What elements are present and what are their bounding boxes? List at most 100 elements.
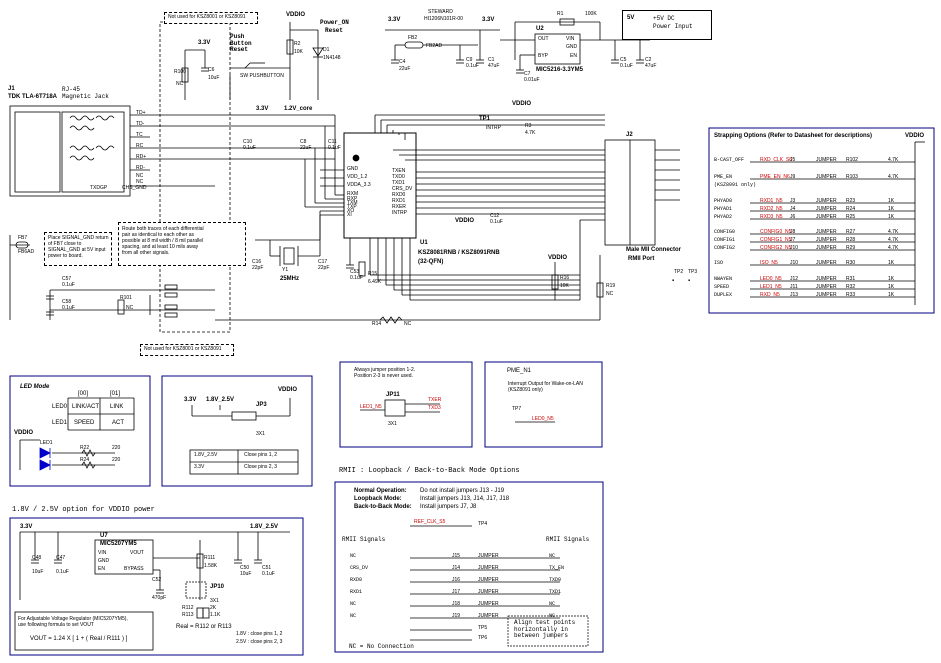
r2-label: R2 xyxy=(294,41,301,47)
c52-label: C52 xyxy=(152,577,162,583)
strap-jumper-ref: J4 xyxy=(790,206,796,212)
j1-pin-tc: TC xyxy=(136,132,143,138)
c58-value: 0.1uF xyxy=(62,305,75,311)
v33-out-label: 3.3V xyxy=(482,17,495,23)
c11-label: C11 xyxy=(328,139,337,145)
c51-label: C51 xyxy=(262,565,272,571)
vout-formula: VOUT = 1.24 X [ 1 + ( Real / R111 ) ] xyxy=(30,636,128,642)
u2-pin-vin: VIN xyxy=(566,36,575,42)
rmii-left-title: RMII Signals xyxy=(342,536,386,543)
not-used-top-note: Not used for KSZ8001 or KSZ8091 xyxy=(164,12,258,24)
r22-label: R22 xyxy=(80,445,90,451)
u1-pin-vdd12: VDD_1.2 xyxy=(347,174,368,180)
r113-label: R113 xyxy=(182,612,194,618)
strap-name: PME_EN xyxy=(714,174,733,180)
rmii-normal-val: Do not install jumpers J13 - J19 xyxy=(420,488,505,494)
strap-name: CONFIG2 xyxy=(714,245,736,251)
c1-value: 47uF xyxy=(488,63,500,69)
vddio-opt-v18: 1.8V_2.5V xyxy=(250,524,279,530)
rmii-left-signal: NC xyxy=(350,613,357,619)
strap-jumper-ref: J10 xyxy=(790,260,799,266)
strap-jumper: JUMPER xyxy=(816,206,837,212)
jp3-ref: JP3 xyxy=(256,402,267,408)
c2-value: 47uF xyxy=(645,63,657,69)
strap-net: CONFIG0_N5 xyxy=(760,229,792,235)
rmii-jumper: JUMPER xyxy=(478,577,499,583)
v33-top-label: 3.3V xyxy=(198,40,211,46)
r2-value: 10K xyxy=(294,49,303,55)
ferrite-ref: FB2 xyxy=(408,35,418,41)
c1-label: C1 xyxy=(488,57,495,63)
pme-title: PME_N1 xyxy=(507,368,532,374)
led1-00-mode: SPEED xyxy=(74,420,95,426)
strap-value: 1K xyxy=(888,260,895,266)
strap-value: 4.7K xyxy=(888,237,899,243)
r100-value: NC xyxy=(176,81,184,87)
strap-value: 1K xyxy=(888,292,895,298)
rmii-jumper-ref: J15 xyxy=(452,553,461,559)
jp3-v33: 3.3V xyxy=(184,397,197,403)
rmii-right-signal: NC xyxy=(549,553,556,559)
strap-jumper: JUMPER xyxy=(816,237,837,243)
strap-jumper-ref: J11 xyxy=(790,284,798,290)
r1-value: 100K xyxy=(585,11,597,17)
r3-value: 4.7K xyxy=(525,130,536,136)
strap-jumper: JUMPER xyxy=(816,292,837,298)
u1-part: KSZ8081RNB / KSZ8091RNB xyxy=(418,250,500,256)
rmii-left-signal: CRS_DV xyxy=(350,565,369,571)
c11-value: 0.1uF xyxy=(328,145,341,151)
led0-00-mode: LINK/ACT xyxy=(72,404,100,410)
r111-value: 1.58K xyxy=(204,563,218,569)
vddio-opt-v33: 3.3V xyxy=(20,524,33,530)
j1-pin-tdn: TD- xyxy=(136,121,145,127)
strap-resistor: R24 xyxy=(846,206,856,212)
rmii-nc-note: NC = No Connection xyxy=(349,643,414,650)
strap-jumper-ref: J7 xyxy=(790,237,796,243)
strap-name: (KSZ8091 only) xyxy=(714,182,757,188)
led0-01-mode: LINK xyxy=(110,404,124,410)
strap-name: PHYAD2 xyxy=(714,214,733,220)
rmii-right-signal: TXD0 xyxy=(549,577,562,583)
v5-power-input-label: +5V DC Power Input xyxy=(653,15,693,30)
rmii-jumper: JUMPER xyxy=(478,613,499,619)
j1-magnetics xyxy=(61,111,125,193)
strap-jumper: JUMPER xyxy=(816,174,837,180)
strap-resistor: R103 xyxy=(846,174,858,180)
strap-jumper: JUMPER xyxy=(816,245,837,251)
d1-label: D1 xyxy=(323,47,330,53)
rmii-jumper-ref: J16 xyxy=(452,577,461,583)
u7-pin-gnd: GND xyxy=(98,558,110,564)
v5-label: 5V xyxy=(627,15,635,21)
strapping-title: Strapping Options (Refer to Datasheet fo… xyxy=(714,133,873,139)
c12-value: 0.1uF xyxy=(490,219,503,225)
vddio-r3-label: VDDIO xyxy=(512,101,532,107)
j1-pin-rdp: RD+ xyxy=(136,154,147,160)
c7-label: C7 xyxy=(524,71,531,77)
r24-label: R24 xyxy=(80,457,90,463)
strap-value: 4.7K xyxy=(888,229,899,235)
not-used-bottom-text: Not used for KSZ8001 or KSZ8091 xyxy=(144,346,222,352)
y1-ref: Y1 xyxy=(282,267,289,273)
c47-value: 0.1uF xyxy=(56,569,69,575)
rmii-left-signal: NC xyxy=(350,553,357,559)
jp11-left-net: LED1_N5 xyxy=(360,404,382,410)
strap-net: ISO_N5 xyxy=(760,260,778,266)
r16-value: 10K xyxy=(560,283,569,289)
c8-label: C8 xyxy=(300,139,307,145)
strap-value: 1K xyxy=(888,284,895,290)
strap-resistor: R23 xyxy=(846,198,856,204)
c8-value: 22uF xyxy=(300,145,312,151)
u1-pin-xi: XI xyxy=(347,212,352,218)
strap-jumper: JUMPER xyxy=(816,276,837,282)
led1-01-mode: ACT xyxy=(112,420,124,426)
strap-resistor: R30 xyxy=(846,260,856,266)
strap-value: 4.7K xyxy=(888,245,899,251)
j1-pin-chs-gnd: CHS_GND xyxy=(122,185,147,191)
strap-value: 4.7K xyxy=(888,174,899,180)
strap-jumper-ref: J9 xyxy=(790,174,796,180)
c16-label: C16 xyxy=(252,259,262,265)
jp11-ref: JP11 xyxy=(386,392,400,398)
u7-pin-bypass: BYPASS xyxy=(124,566,144,572)
strap-name: PHYAD1 xyxy=(714,206,733,212)
c17-value: 22pF xyxy=(318,265,330,271)
